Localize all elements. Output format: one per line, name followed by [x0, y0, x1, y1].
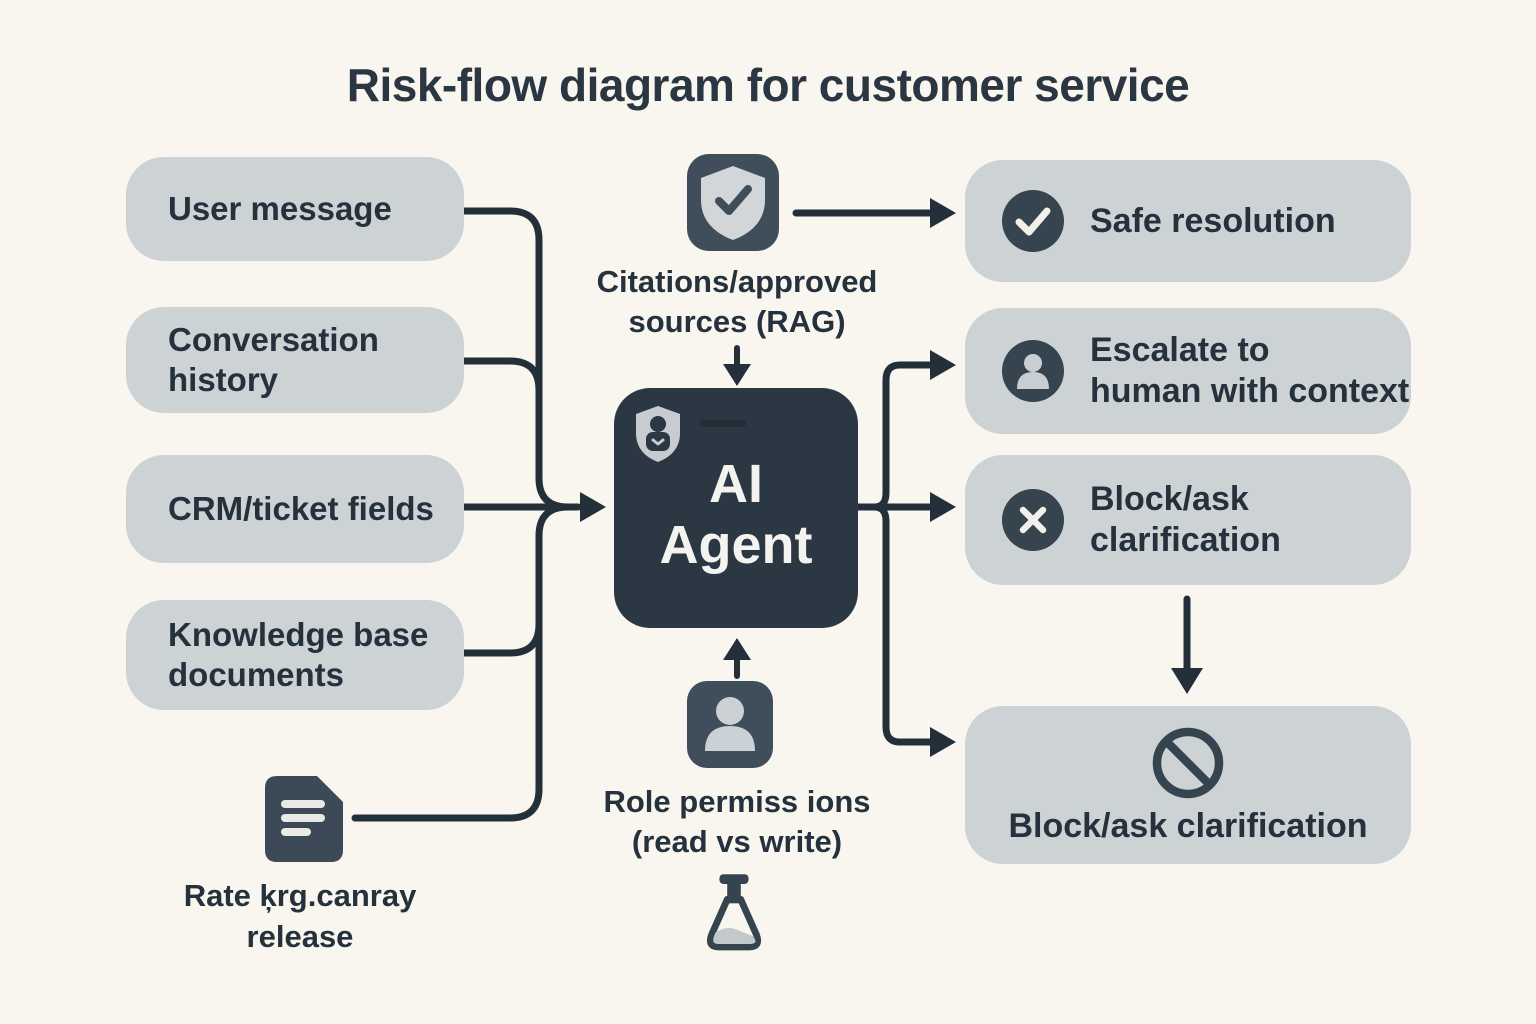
prohibition-icon	[1152, 727, 1224, 798]
rate-note-line2: release	[246, 919, 354, 954]
document-icon	[265, 776, 343, 862]
person-circle-icon	[1002, 340, 1064, 402]
shield-lock-icon	[636, 406, 680, 462]
citations-caption: Citations/approved sources (RAG)	[545, 262, 929, 342]
agent-label-line1: AI	[709, 454, 763, 514]
input-node-knowledge-base: Knowledge base documents	[126, 600, 464, 710]
person-badge-icon	[687, 681, 773, 768]
page-title: Risk-flow diagram for customer service	[346, 59, 1190, 111]
agent-dash-mark	[700, 420, 746, 427]
shield-check-icon	[687, 154, 779, 251]
outcome-label: Escalate to human with context	[1090, 330, 1409, 412]
outcome-line2: human with context	[1090, 372, 1410, 410]
outcome-label: Safe resolution	[1090, 201, 1336, 240]
outcome-line1: Block/ask	[1090, 480, 1249, 518]
check-circle-icon	[1002, 190, 1064, 252]
input-label: Conversation history	[168, 321, 379, 398]
flask-icon	[706, 874, 762, 951]
input-node-crm-ticket-fields: CRM/ticket fields	[126, 455, 464, 563]
input-node-user-message: User message	[126, 157, 464, 261]
outcome-node-safe-resolution: Safe resolution	[965, 160, 1411, 282]
citations-line2: sources (RAG)	[628, 304, 846, 339]
role-line1: Role permiss ions	[603, 784, 871, 819]
input-label: Knowledge base documents	[168, 616, 429, 693]
input-node-conversation-history: Conversation history	[126, 307, 464, 413]
agent-label-line2: Agent	[659, 515, 813, 575]
citations-line1: Citations/approved	[596, 264, 878, 299]
outcome-label: Block/ask clarification	[1090, 479, 1281, 561]
outcome-line1: Escalate to	[1090, 331, 1270, 369]
outcome-label: Block/ask clarification	[1008, 806, 1368, 845]
outcome-node-block-final: Block/ask clarification	[965, 706, 1411, 864]
input-label: User message	[168, 190, 392, 227]
input-label: CRM/ticket fields	[168, 490, 434, 527]
ai-agent-node: AI Agent	[614, 388, 858, 628]
rate-note-line1: Rate ķrg.canray	[183, 878, 417, 913]
outcome-line2: clarification	[1090, 521, 1281, 559]
outcome-node-block-clarify: Block/ask clarification	[965, 455, 1411, 585]
rate-limit-note: Rate ķrg.canray release	[140, 875, 460, 957]
role-permissions-caption: Role permiss ions (read vs write)	[545, 782, 929, 862]
outcome-node-escalate: Escalate to human with context	[965, 308, 1411, 434]
role-line2: (read vs write)	[631, 824, 843, 859]
x-circle-icon	[1002, 489, 1064, 551]
